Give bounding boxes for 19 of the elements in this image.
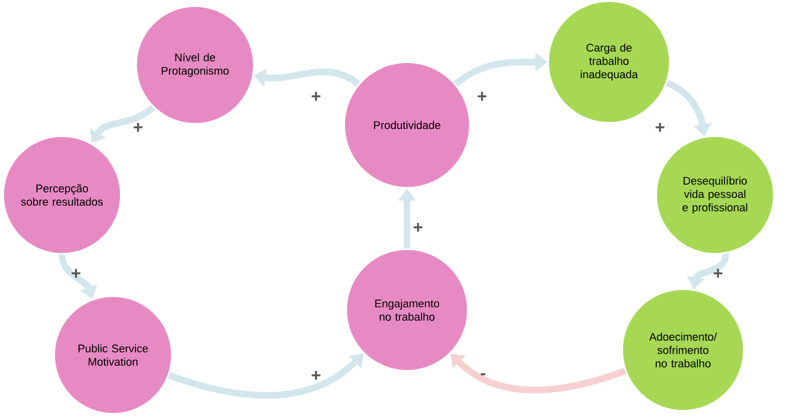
circle-node: Carga de trabalho inadequada <box>549 2 669 122</box>
circle-node: Produtividade <box>345 63 469 187</box>
edge-label: + <box>312 92 320 101</box>
edge-label: + <box>72 268 80 278</box>
circle-node: Percepção sobre resultados <box>4 137 120 253</box>
edge-label: + <box>312 370 320 380</box>
edge-label: + <box>656 122 664 132</box>
edge-label: + <box>414 222 422 232</box>
circle-node: Desequilíbrio vida pessoal e profissional <box>657 137 773 253</box>
circle-node: Public Service Motivation <box>55 297 171 413</box>
circle-node: Nível de Protagonismo <box>137 7 253 123</box>
circle-node: Engajamento no trabalho <box>347 250 467 370</box>
edge-label: + <box>478 92 486 101</box>
edge-label: + <box>134 122 142 132</box>
arrow <box>450 354 626 394</box>
arrow <box>168 354 364 399</box>
edge-label: + <box>714 268 722 278</box>
circle-node: Adoecimento/ sofrimento no trabalho <box>623 290 743 410</box>
edge-label: - <box>480 373 486 376</box>
